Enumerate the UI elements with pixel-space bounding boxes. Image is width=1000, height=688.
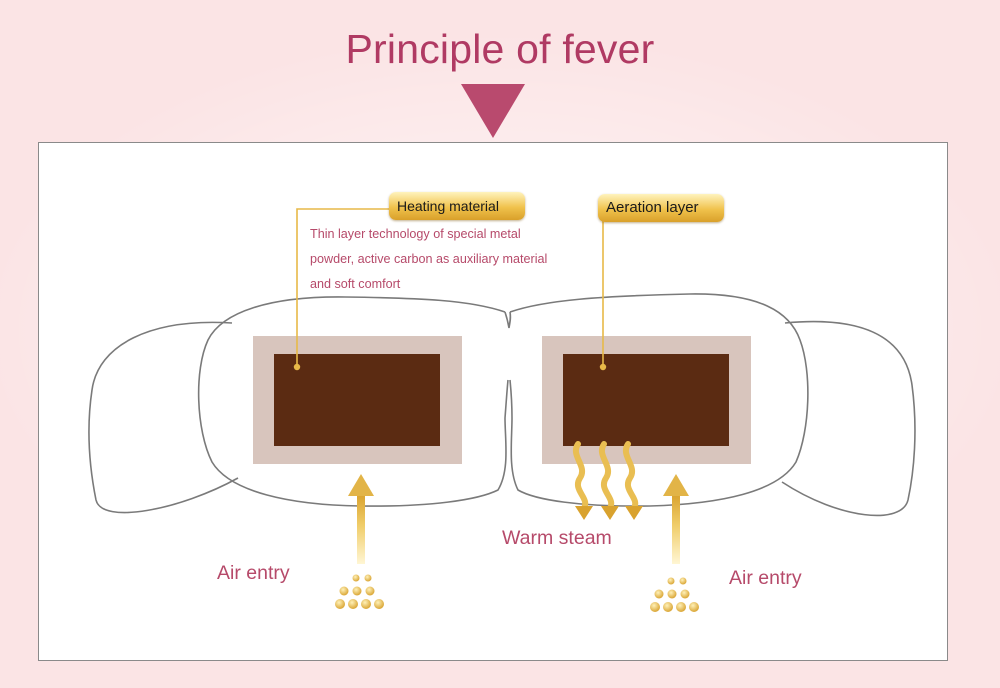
right-strap xyxy=(781,320,916,517)
description-line-2: powder, active carbon as auxiliary mater… xyxy=(310,252,548,266)
air-particles-right xyxy=(650,577,699,612)
warm-steam-arrowheads xyxy=(575,506,643,520)
mask-center-notch xyxy=(504,311,512,329)
aeration-layer-callout: Aeration layer xyxy=(598,194,724,222)
air-particles-left xyxy=(335,574,384,609)
mask-left-lobe xyxy=(197,296,509,507)
air-entry-arrow-left xyxy=(348,474,374,564)
heating-callout-line xyxy=(296,208,390,366)
heating-description: Thin layer technology of special metal p… xyxy=(310,222,600,297)
mask-right-lobe xyxy=(509,293,809,507)
diagram-title: Principle of fever xyxy=(345,26,655,72)
description-line-1: Thin layer technology of special metal xyxy=(310,227,521,241)
air-entry-arrow-right xyxy=(663,474,689,564)
pointer-triangle xyxy=(461,84,525,138)
warm-steam-arrows xyxy=(573,441,639,511)
diagram-panel xyxy=(38,142,948,661)
left-strap xyxy=(88,321,239,514)
left-pad-core xyxy=(274,354,440,446)
warm-steam-label: Warm steam xyxy=(502,527,612,549)
heating-callout-dot xyxy=(293,363,301,371)
air-entry-label-left: Air entry xyxy=(217,562,290,584)
air-entry-label-right: Air entry xyxy=(729,567,802,589)
description-line-3: and soft comfort xyxy=(310,277,401,291)
aeration-callout-dot xyxy=(599,363,607,371)
heating-material-callout: Heating material xyxy=(389,192,525,220)
right-pad-core xyxy=(563,354,729,446)
